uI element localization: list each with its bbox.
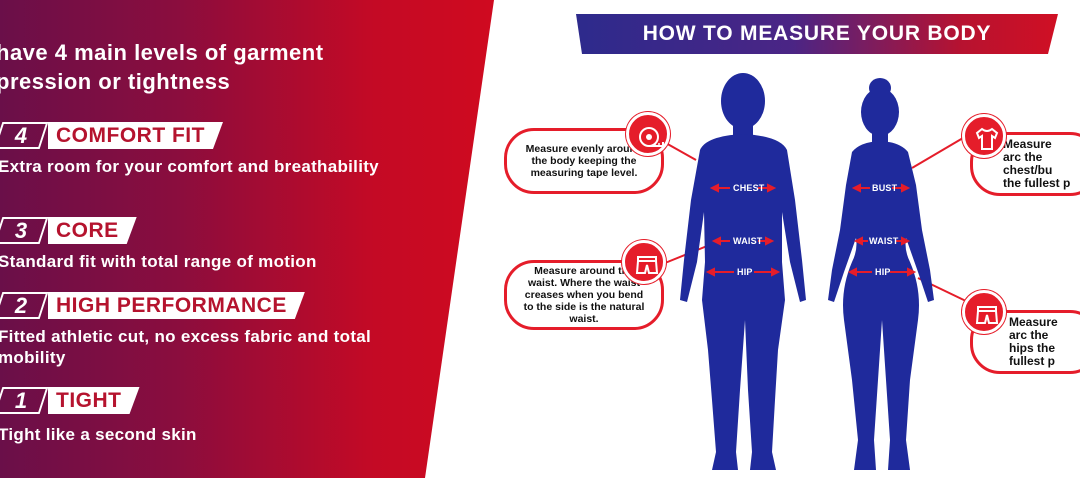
hips-callout-text: Measure arc the hips the fullest p <box>1009 315 1058 368</box>
levels-panel: have 4 main levels of garment pression o… <box>0 0 494 478</box>
level-2-header: 2 HIGH PERFORMANCE <box>0 292 305 319</box>
male-arrows <box>705 183 781 277</box>
level-1-description: Tight like a second skin <box>0 425 197 444</box>
level-2-description: Fitted athletic cut, no excess fabric an… <box>0 327 372 367</box>
male-hip-label: HIP <box>737 267 753 277</box>
level-3-name: CORE <box>48 217 137 244</box>
level-3-number: 3 <box>0 217 44 244</box>
level-4-name: COMFORT FIT <box>48 122 223 149</box>
level-2-name: HIGH PERFORMANCE <box>48 292 305 319</box>
level-4-description: Extra room for your comfort and breathab… <box>0 157 379 176</box>
female-bust-label: BUST <box>872 183 898 193</box>
female-waist-label: WAIST <box>869 236 899 246</box>
level-1-header: 1 TIGHT <box>0 387 140 414</box>
chest-callout-text: Measure evenly around the body keeping t… <box>525 143 643 179</box>
bust-callout-text: Measure arc the chest/bu the fullest p <box>1003 137 1071 190</box>
shorts-icon <box>622 240 666 284</box>
shirt-icon <box>962 114 1006 158</box>
female-arrows <box>847 183 917 277</box>
male-waist-label: WAIST <box>733 236 763 246</box>
level-1-name: TIGHT <box>48 387 140 414</box>
intro-text: have 4 main levels of garment pression o… <box>0 40 324 94</box>
level-1-number: 1 <box>0 387 44 414</box>
level-4-number: 4 <box>0 122 44 149</box>
level-3-header: 3 CORE <box>0 217 137 244</box>
female-figure <box>828 78 934 470</box>
level-2-number: 2 <box>0 292 44 319</box>
female-hip-label: HIP <box>875 267 891 277</box>
waist-callout-text: Measure around the waist. Where the wais… <box>523 265 645 325</box>
tape-measure-icon <box>626 112 670 156</box>
shorts-icon <box>962 290 1006 334</box>
measure-title: HOW TO MEASURE YOUR BODY <box>576 14 1058 54</box>
level-4-header: 4 COMFORT FIT <box>0 122 223 149</box>
male-chest-label: CHEST <box>733 183 765 193</box>
male-figure <box>680 73 806 470</box>
bust-connector <box>911 137 964 169</box>
level-3-description: Standard fit with total range of motion <box>0 252 317 271</box>
chest-connector <box>663 141 697 161</box>
